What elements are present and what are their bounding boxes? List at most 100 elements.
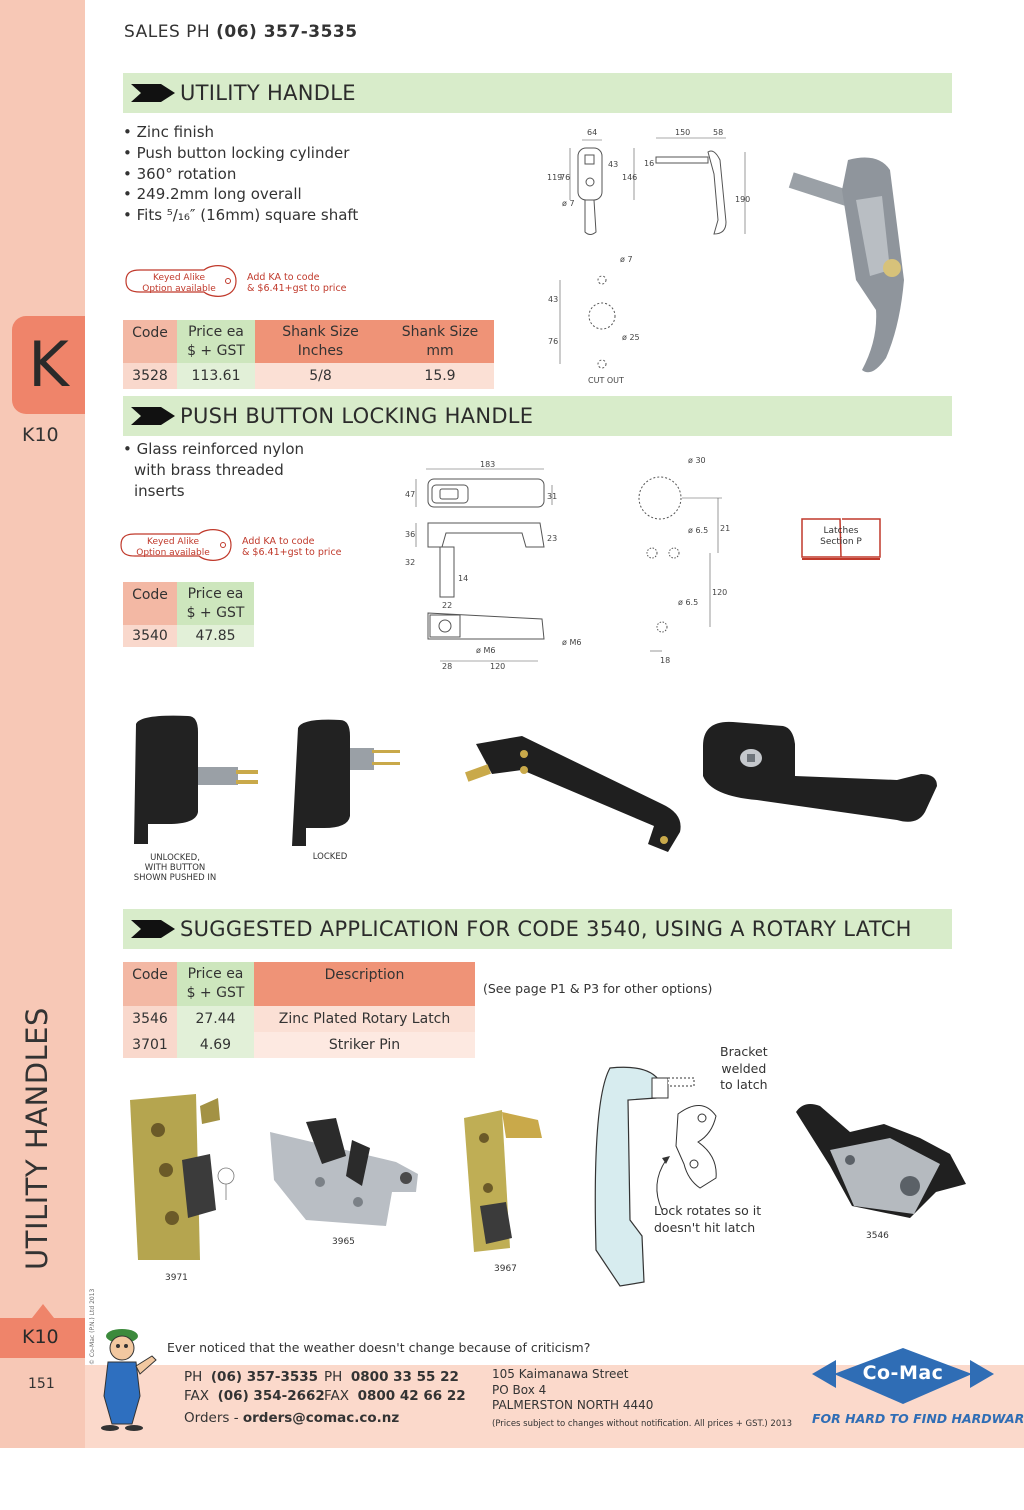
orders-email-link[interactable]: orders@comac.co.nz: [242, 1410, 400, 1426]
table-row: 3540 47.85: [123, 625, 254, 647]
th-code: Code: [123, 582, 177, 625]
table-row: 3528 113.61 5/8 15.9: [123, 363, 494, 389]
caption-3967: 3967: [494, 1264, 517, 1274]
th-price: Price ea$ + GST: [177, 582, 254, 625]
cell-description: Zinc Plated Rotary Latch: [254, 1006, 475, 1032]
latch-3965-photo: [270, 1118, 418, 1226]
th-line: $ + GST: [186, 985, 245, 1001]
page-number: 151: [28, 1376, 55, 1392]
push-handle-unlocked-photo: [134, 715, 258, 844]
dim-label: 22: [442, 601, 452, 610]
ph2-value[interactable]: 0800 33 55 22: [350, 1369, 459, 1385]
keyed-alike-note: Add KA to code & $6.41+gst to price: [247, 272, 347, 294]
sales-phone-header: SALES PH (06) 357-3535: [124, 22, 358, 42]
th-line: Shank Size: [401, 323, 479, 340]
lock-line: doesn't hit latch: [654, 1219, 756, 1235]
handle-side-body: [707, 150, 727, 235]
dim-label: 18: [660, 656, 670, 665]
key-icon: [120, 529, 232, 561]
th-line: $ + GST: [187, 342, 245, 359]
footer-phone-2: PH 0800 33 55 22: [324, 1369, 459, 1385]
th-line: Price ea: [187, 966, 244, 982]
dim-label: ø M6: [562, 638, 581, 647]
footer-orders: Orders - orders@comac.co.nz: [184, 1410, 399, 1426]
price-table-push: Code Price ea$ + GST 3540 47.85: [123, 582, 254, 647]
section-bar-suggested: SUGGESTED APPLICATION FOR CODE 3540, USI…: [123, 909, 952, 949]
footer-phone: PH (06) 357-3535: [184, 1369, 318, 1385]
dim-label: 14: [458, 574, 468, 583]
bracket-line: to latch: [720, 1077, 768, 1092]
caption-locked: LOCKED: [312, 852, 348, 862]
cell-code: 3546: [123, 1006, 177, 1032]
section-bar-push-button: PUSH BUTTON LOCKING HANDLE: [123, 396, 952, 436]
keyed-note-line: & $6.41+gst to price: [247, 283, 347, 294]
latch-3971-photo: [130, 1094, 235, 1260]
application-diagram: [594, 1066, 717, 1287]
dim-label: 47: [405, 490, 415, 499]
address-line: PO Box 4: [492, 1382, 547, 1397]
section-title: PUSH BUTTON LOCKING HANDLE: [180, 404, 534, 428]
th-line: Shank Size: [282, 323, 359, 340]
cell-code: 3701: [123, 1032, 177, 1058]
dim-label: ø 25: [622, 333, 640, 342]
dim-label: 146: [622, 173, 637, 182]
mascot-icon: [101, 1329, 157, 1431]
cutout-large-hole: [588, 302, 616, 330]
push-button-drawing: 183 47 31 36 23 32 14 22 ø M6 ø M6 28 12…: [405, 456, 730, 671]
section-title: UTILITY HANDLE: [180, 81, 356, 105]
cell-price: 47.85: [177, 625, 254, 647]
th-description: Description: [254, 962, 475, 1006]
handle-side-shaft: [655, 156, 709, 164]
handle-front-grip: [584, 199, 597, 235]
cutout-small-hole: [597, 275, 607, 285]
caption-unlocked: UNLOCKED, WITH BUTTON SHOWN PUSHED IN: [128, 853, 222, 883]
push-handle-rear-photo: [465, 736, 681, 852]
address-line: 105 Kaimanawa Street: [492, 1367, 629, 1381]
bullet: • Zinc finish: [123, 123, 215, 141]
footer-disclaimer: (Prices subject to changes without notif…: [492, 1419, 793, 1429]
th-code: Code: [123, 962, 177, 1006]
table-row: 3546 27.44 Zinc Plated Rotary Latch: [123, 1006, 475, 1032]
dim-label: 119: [547, 173, 562, 182]
dim-label: 16: [644, 159, 654, 168]
table-row: 3701 4.69 Striker Pin: [123, 1032, 475, 1058]
brand-tagline: FOR HARD TO FIND HARDWARE: [812, 1411, 1024, 1426]
cell-description: Striker Pin: [254, 1032, 475, 1058]
bullet: inserts: [134, 481, 185, 500]
dim-label: ø 6.5: [688, 526, 708, 535]
ph-value[interactable]: (06) 357-3535: [210, 1369, 319, 1385]
th-price: Price ea $ + GST: [177, 962, 254, 1006]
arrow-icon: [131, 920, 175, 938]
keyed-note-line: & $6.41+gst to price: [242, 547, 342, 558]
push-handle-front-photo: [703, 721, 937, 822]
utility-handle-drawing: 64 150 58 43 76 119 146 16 190 ø 7 ø 7 4…: [547, 128, 750, 385]
footer-address: 105 Kaimanawa Street PO Box 4 PALMERSTON…: [492, 1367, 653, 1414]
cell-code: 3528: [123, 363, 177, 389]
caption-3546: 3546: [866, 1231, 889, 1241]
keyed-alike-label: Keyed Alike Option available: [136, 537, 210, 558]
footer-fax-2: FAX 0800 42 66 22: [324, 1388, 466, 1404]
push-handle-locked-photo: [292, 719, 400, 846]
th-line: Price ea: [187, 585, 244, 602]
latch-3967-photo: [464, 1110, 542, 1252]
handle-front-plate: [577, 147, 603, 201]
keyed-alike-note: Add KA to code & $6.41+gst to price: [242, 536, 342, 558]
dim-label: 32: [405, 558, 415, 567]
th-line: Inches: [297, 342, 344, 359]
bullet: • Fits ⁵/₁₆″ (16mm) square shaft: [123, 206, 359, 225]
bullet: • Glass reinforced nylon: [123, 440, 305, 458]
dim-label: 64: [587, 128, 597, 137]
lock-line: Lock rotates so it: [654, 1203, 762, 1218]
utility-bullets: • Zinc finish • Push button locking cyli…: [123, 122, 358, 226]
bottom-tab-arrow: [32, 1304, 54, 1318]
th-price: Price ea$ + GST: [177, 320, 255, 363]
cell-price: 4.69: [177, 1032, 254, 1058]
section-letter-tab: K: [12, 316, 85, 414]
dim-label: 21: [720, 524, 730, 533]
caption-line: SHOWN PUSHED IN: [133, 873, 217, 883]
handle-front-lock: [584, 154, 595, 165]
bullet: • Push button locking cylinder: [123, 143, 350, 162]
cutout-label: CUT OUT: [588, 376, 624, 385]
